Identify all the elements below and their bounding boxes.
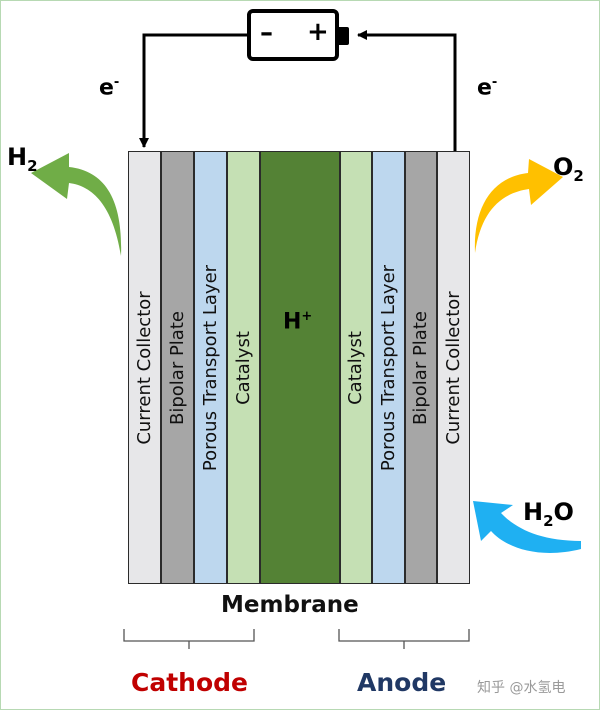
- layer-cathode-bipolar-plate: Bipolar Plate: [161, 151, 194, 584]
- h2o-inlet-arrow: [473, 501, 581, 553]
- anode-brace: [338, 629, 470, 649]
- layer-label: Porous Transport Layer: [199, 264, 221, 471]
- layer-cathode-catalyst: Catalyst: [227, 151, 260, 584]
- electron-label-left: e-: [99, 75, 120, 101]
- electron-label-right: e-: [477, 75, 498, 101]
- layer-cathode-current-collector: Current Collector: [128, 151, 161, 584]
- anode-label: Anode: [357, 668, 447, 697]
- proton-label: H+: [283, 309, 313, 335]
- layer-label: Current Collector: [133, 290, 155, 445]
- o2-label: O2: [553, 153, 584, 185]
- h2-label: H2: [7, 143, 38, 175]
- layer-label: Catalyst: [345, 330, 366, 405]
- battery-plus-label: +: [307, 17, 329, 47]
- cathode-label: Cathode: [131, 668, 248, 697]
- wire-anode: [357, 30, 457, 151]
- layer-cathode-porous-transport: Porous Transport Layer: [194, 151, 227, 584]
- layer-anode-current-collector: Current Collector: [437, 151, 470, 584]
- layer-anode-bipolar-plate: Bipolar Plate: [405, 151, 437, 584]
- h2o-label: H2O: [523, 498, 574, 530]
- layer-label: Current Collector: [442, 290, 464, 445]
- layer-label: Porous Transport Layer: [377, 264, 399, 471]
- battery-icon: [247, 9, 349, 61]
- layer-membrane: H+: [260, 151, 340, 584]
- layer-label: Catalyst: [232, 330, 254, 405]
- layer-label: Bipolar Plate: [410, 310, 431, 425]
- layer-anode-catalyst: Catalyst: [340, 151, 372, 584]
- membrane-label: Membrane: [221, 592, 359, 618]
- layer-label: Bipolar Plate: [166, 310, 188, 425]
- cathode-brace: [123, 629, 255, 649]
- h2-outlet-arrow: [31, 153, 122, 256]
- layer-anode-porous-transport: Porous Transport Layer: [372, 151, 405, 584]
- o2-outlet-arrow: [474, 159, 563, 253]
- wire-cathode: [139, 33, 249, 148]
- watermark: 知乎 @水氢电: [477, 680, 566, 696]
- battery-minus-label: –: [260, 18, 273, 48]
